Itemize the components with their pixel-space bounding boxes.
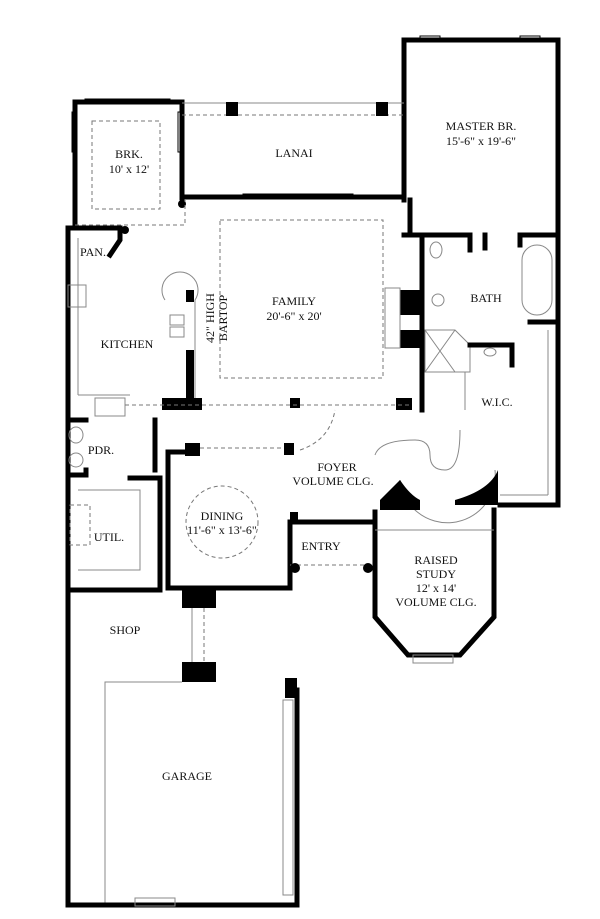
master-bedroom-label: MASTER BR. (446, 119, 517, 133)
master-bedroom-walls (401, 35, 561, 508)
util-label: UTIL. (94, 530, 124, 544)
family-label: FAMILY (272, 294, 316, 308)
study-label-1: RAISED (414, 553, 458, 567)
bartop-label-1: 42" HIGH (203, 293, 217, 343)
entry-label: ENTRY (301, 539, 341, 553)
study-label-2: STUDY (416, 567, 456, 581)
staircase (299, 409, 498, 524)
lanai-label: LANAI (275, 146, 312, 160)
bartop-label-2: BARTOP (216, 294, 230, 341)
study-note: VOLUME CLG. (395, 595, 476, 609)
brk-label: BRK. (115, 147, 143, 161)
dining-entry-study-walls (165, 443, 497, 664)
brk-lanai-walls (71, 98, 407, 379)
bath-label: BATH (470, 291, 502, 305)
garage-label: GARAGE (162, 769, 212, 783)
study-size: 12' x 14' (416, 581, 456, 595)
pantry-label: PAN. (80, 245, 106, 259)
kitchen-walls (65, 225, 412, 908)
family-size: 20'-6" x 20' (266, 309, 321, 323)
bath-walls (384, 197, 561, 496)
foyer-label: FOYER (317, 460, 356, 474)
master-bedroom-size: 15'-6" x 19'-6" (446, 134, 516, 148)
garage-walls (65, 590, 300, 908)
brk-size: 10' x 12' (109, 162, 149, 176)
wic-label: W.I.C. (481, 395, 512, 409)
pdr-label: PDR. (88, 443, 114, 457)
shop-label: SHOP (110, 623, 141, 637)
dining-label: DINING (201, 509, 244, 523)
kitchen-label: KITCHEN (101, 337, 154, 351)
foyer-note: VOLUME CLG. (292, 474, 373, 488)
dining-size: 11'-6" x 13'-6" (187, 523, 257, 537)
